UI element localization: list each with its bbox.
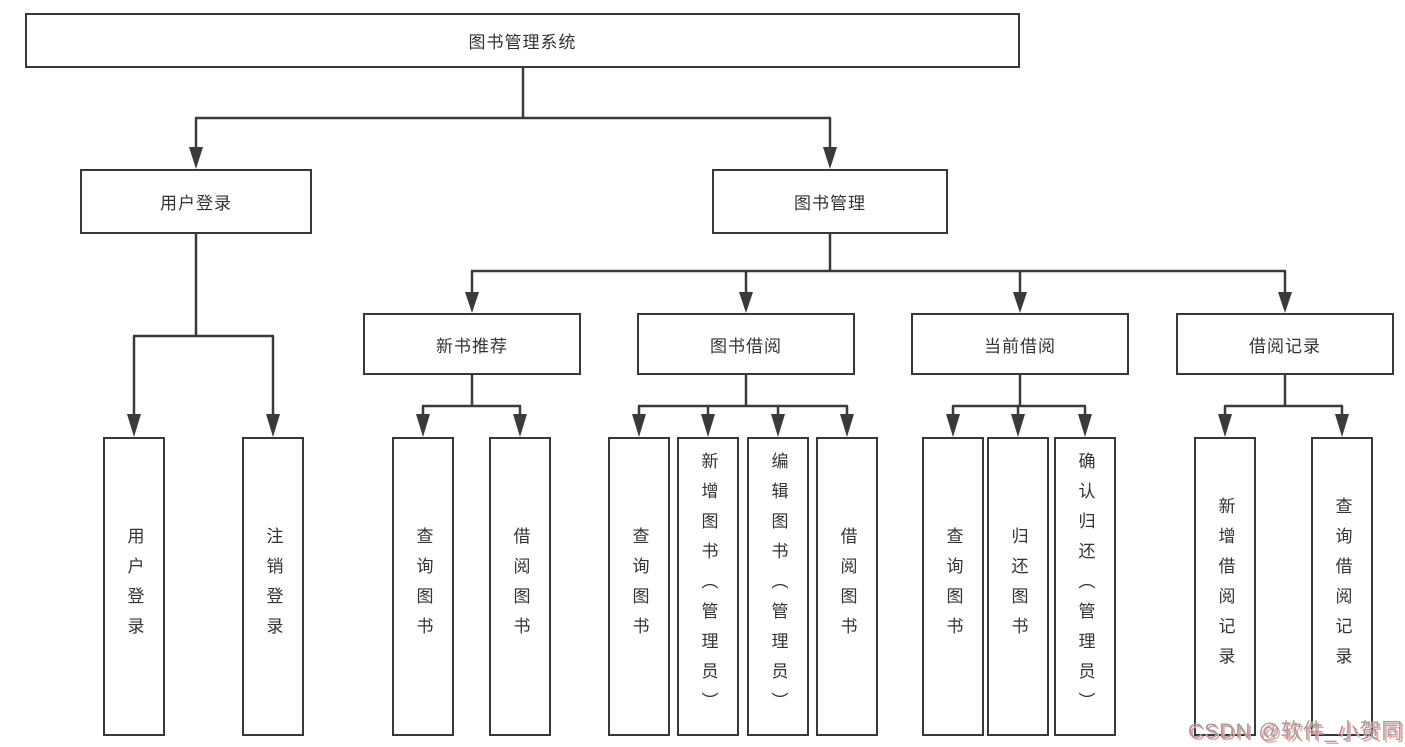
- node-cb-return-book-label: 归还图书: [1008, 526, 1028, 647]
- node-bb-borrow-book-label: 借阅图书: [837, 526, 857, 647]
- csdn-watermark: CSDN @软件_小贺同学: [1188, 720, 1405, 743]
- arrow-heads: [127, 147, 1349, 437]
- node-bb-edit-book-admin-label: 编辑图书（管理员）: [768, 451, 788, 722]
- node-nbr-query-books-label: 查询图书: [413, 526, 433, 647]
- node-bb-add-book-admin: 新增图书（管理员）: [677, 437, 739, 736]
- node-root-label: 图书管理系统: [468, 33, 577, 52]
- node-cb-query-books: 查询图书: [922, 437, 984, 736]
- node-br-add-record: 新增借阅记录: [1194, 437, 1256, 736]
- node-book-borrow: 图书借阅: [637, 313, 855, 375]
- node-current-borrow: 当前借阅: [911, 313, 1129, 375]
- node-bb-borrow-book: 借阅图书: [816, 437, 878, 736]
- node-cb-confirm-return-admin-label: 确认归还（管理员）: [1075, 451, 1095, 722]
- node-nbr-borrow-books: 借阅图书: [489, 437, 551, 736]
- node-bb-add-book-admin-label: 新增图书（管理员）: [698, 451, 718, 722]
- node-user-login-label: 用户登录: [160, 194, 232, 213]
- node-root: 图书管理系统: [25, 13, 1020, 68]
- node-br-query-record-label: 查询借阅记录: [1332, 496, 1352, 677]
- node-current-borrow-label: 当前借阅: [984, 336, 1056, 356]
- node-bb-query-books-label: 查询图书: [629, 526, 649, 647]
- node-cb-confirm-return-admin: 确认归还（管理员）: [1054, 437, 1116, 736]
- node-borrow-records: 借阅记录: [1176, 313, 1394, 375]
- node-borrow-records-label: 借阅记录: [1249, 336, 1321, 356]
- node-logout: 注销登录: [242, 437, 304, 736]
- node-cb-query-books-label: 查询图书: [943, 526, 963, 647]
- node-logout-label: 注销登录: [263, 526, 283, 647]
- node-br-query-record: 查询借阅记录: [1311, 437, 1373, 736]
- node-book-management: 图书管理: [712, 169, 948, 234]
- node-bb-edit-book-admin: 编辑图书（管理员）: [747, 437, 809, 736]
- node-user-login-action-label: 用户登录: [124, 526, 144, 647]
- node-user-login-action: 用户登录: [103, 437, 165, 736]
- node-nbr-borrow-books-label: 借阅图书: [510, 526, 530, 647]
- node-cb-return-book: 归还图书: [987, 437, 1049, 736]
- node-br-add-record-label: 新增借阅记录: [1215, 496, 1235, 677]
- node-bb-query-books: 查询图书: [608, 437, 670, 736]
- node-new-book-recommend: 新书推荐: [363, 313, 581, 375]
- node-book-borrow-label: 图书借阅: [710, 336, 782, 356]
- node-new-book-recommend-label: 新书推荐: [436, 336, 508, 356]
- node-user-login: 用户登录: [80, 169, 312, 234]
- node-nbr-query-books: 查询图书: [392, 437, 454, 736]
- node-book-management-label: 图书管理: [794, 194, 866, 213]
